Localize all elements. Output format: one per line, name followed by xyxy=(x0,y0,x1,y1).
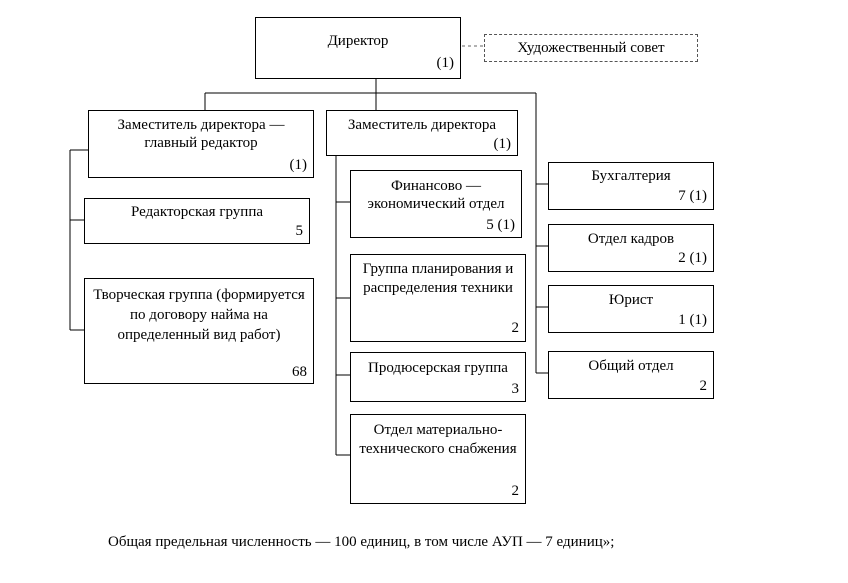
finance-dept-box: Финансово — экономический отдел 5 (1) xyxy=(350,170,522,238)
general-dept-title: Общий отдел xyxy=(588,358,674,374)
deputy-director-title: Заместитель директора xyxy=(347,117,497,133)
planning-group-box: Группа планирования и распределения техн… xyxy=(350,254,526,342)
supply-dept-box: Отдел материально-технического снабжения… xyxy=(350,414,526,504)
supply-dept-count: 2 xyxy=(511,483,520,499)
hr-dept-box: Отдел кадров 2 (1) xyxy=(548,224,714,272)
creative-group-title: Творческая группа (формируется по догово… xyxy=(93,287,305,343)
director-title: Директор xyxy=(327,33,389,49)
creative-group-box: Творческая группа (формируется по догово… xyxy=(84,278,314,384)
finance-dept-title: Финансово — экономический отдел xyxy=(367,178,505,212)
editorial-group-title: Редакторская группа xyxy=(130,204,264,220)
footer-note: Общая предельная численность — 100 едини… xyxy=(108,534,615,550)
producer-group-box: Продюсерская группа 3 xyxy=(350,352,526,402)
lawyer-title: Юрист xyxy=(608,292,654,308)
planning-group-count: 2 xyxy=(511,320,520,336)
editorial-group-count: 5 xyxy=(295,223,304,239)
supply-dept-title: Отдел материально-технического снабжения xyxy=(359,422,517,457)
editorial-group-box: Редакторская группа 5 xyxy=(84,198,310,244)
lawyer-box: Юрист 1 (1) xyxy=(548,285,714,333)
deputy-editor-box: Заместитель директора — главный редактор… xyxy=(88,110,314,178)
accounting-title: Бухгалтерия xyxy=(591,168,671,184)
creative-group-count: 68 xyxy=(292,364,307,380)
accounting-box: Бухгалтерия 7 (1) xyxy=(548,162,714,210)
hr-dept-count: 2 (1) xyxy=(678,250,707,266)
producer-group-title: Продюсерская группа xyxy=(368,360,508,376)
deputy-director-box: Заместитель директора (1) xyxy=(326,110,518,156)
deputy-editor-count: (1) xyxy=(289,157,308,173)
deputy-editor-title: Заместитель директора — главный редактор xyxy=(117,117,285,151)
hr-dept-title: Отдел кадров xyxy=(587,231,675,247)
council-box: Художественный совет xyxy=(484,34,698,62)
director-count: (1) xyxy=(436,55,455,71)
general-dept-box: Общий отдел 2 xyxy=(548,351,714,399)
accounting-count: 7 (1) xyxy=(678,188,707,204)
finance-dept-count: 5 (1) xyxy=(486,217,515,233)
director-box: Директор (1) xyxy=(255,17,461,79)
planning-group-title: Группа планирования и распределения техн… xyxy=(362,261,514,296)
general-dept-count: 2 xyxy=(699,378,708,394)
deputy-director-count: (1) xyxy=(493,136,512,152)
lawyer-count: 1 (1) xyxy=(678,312,707,328)
producer-group-count: 3 xyxy=(511,381,520,397)
council-title: Художественный совет xyxy=(517,40,665,56)
